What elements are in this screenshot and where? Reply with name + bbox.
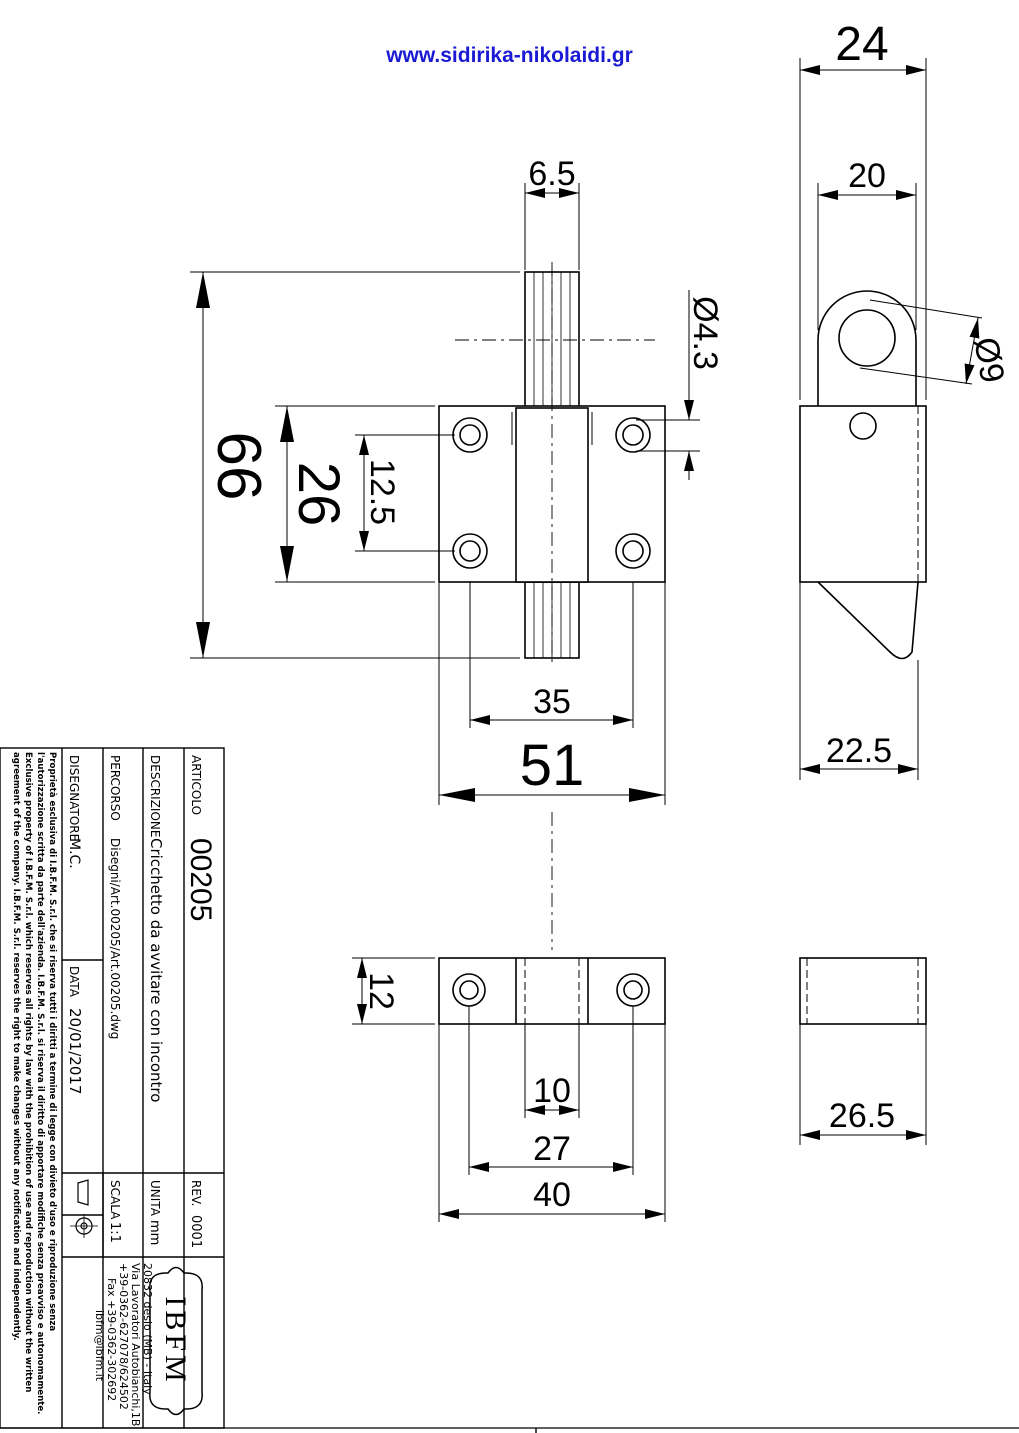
descrizione-label: DESCRIZIONE (148, 755, 162, 837)
dimension-labels: 24 20 6.5 Ø4.3 Ø9 66 26 12.5 35 51 22.5 … (204, 18, 1011, 1214)
address-line-3: +39-0362-627078/624502 (117, 1263, 130, 1410)
scala-label: SCALA (108, 1180, 122, 1220)
dim-12-5: 12.5 (363, 459, 401, 525)
unita-label: UNITA (148, 1180, 162, 1217)
percorso-label: PERCORSO (108, 755, 122, 821)
bottom-view (438, 812, 666, 1025)
articolo-label: ARTICOLO (189, 755, 203, 815)
projection-symbol-icon (70, 1179, 98, 1238)
title-block-text: ARTICOLO 00205 REV. 0001 DESCRIZIONE Cri… (11, 752, 217, 1426)
dim-35: 35 (533, 683, 571, 721)
disegnatore-value: M.C. (66, 838, 82, 869)
articolo-value: 00205 (184, 838, 217, 921)
dim-51: 51 (520, 733, 585, 798)
address-line-1: 20832 desio (MB) - Italy (141, 1263, 154, 1395)
address-line-5: ibfm@ibfm.it (93, 1310, 106, 1382)
data-label: DATA (67, 966, 81, 998)
dim-26-5: 26.5 (829, 1097, 895, 1135)
address-line-2: Via Lavoratori Autobianchi,1B (129, 1263, 142, 1426)
dim-dia-4-3: Ø4.3 (686, 296, 724, 370)
legal-line-2: l'autorizzazione scritta da parte dell'a… (35, 752, 45, 1414)
title-block (0, 747, 1019, 1433)
scala-value: 1:1 (107, 1222, 122, 1243)
dim-26: 26 (286, 462, 351, 527)
website-url[interactable]: www.sidirika-nikolaidi.gr (386, 44, 633, 67)
side-view (799, 290, 927, 660)
rev-value: 0001 (188, 1215, 203, 1248)
bottom-side-view (799, 957, 927, 1025)
dim-dia-9: Ø9 (966, 334, 1011, 385)
legal-line-1: Proprietà esclusiva di I.B.F.M. S.r.l. c… (47, 752, 57, 1331)
dim-40: 40 (533, 1176, 571, 1214)
dim-10: 10 (533, 1072, 571, 1110)
address-line-4: Fax +39-0362-302692 (105, 1278, 118, 1401)
legal-line-4: agreement of the company. I.B.F.M. S.r.l… (11, 752, 21, 1341)
disegnatore-label: DISEGNATORE (67, 755, 81, 841)
ibfm-logo: IBFM (149, 1266, 203, 1416)
legal-line-3: Exclusive property of I.B.F.M. S.r.l. wh… (23, 752, 33, 1392)
unita-value: mm (147, 1220, 162, 1245)
dim-12: 12 (362, 972, 400, 1010)
dim-22-5: 22.5 (826, 732, 892, 770)
dim-20: 20 (848, 157, 886, 195)
percorso-value: Disegni/Art.00205/Art.00205.dwg (108, 838, 122, 1039)
dimension-lines (190, 58, 983, 1222)
logo-text: IBFM (159, 1296, 192, 1385)
rev-label: REV. (189, 1180, 203, 1206)
descrizione-value: Cricchetto da avvitare con incontro (147, 838, 165, 1102)
data-value: 20/01/2017 (66, 1008, 84, 1094)
front-view (438, 262, 666, 665)
dim-27: 27 (533, 1130, 571, 1168)
dim-24: 24 (835, 18, 888, 71)
dim-66: 66 (204, 432, 273, 501)
dim-6-5: 6.5 (528, 155, 575, 193)
